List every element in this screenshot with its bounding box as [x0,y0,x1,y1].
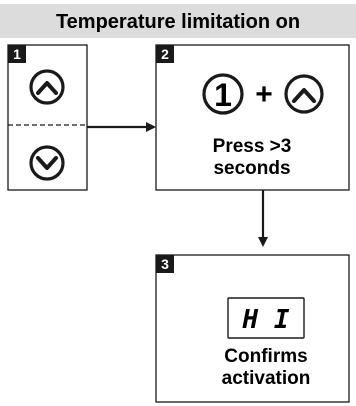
title-banner [0,4,356,38]
step-2-number: 2 [161,46,169,62]
lcd-display-text: H I [242,305,290,335]
plus-sign: + [255,78,273,111]
step-3-panel: 3 H I Confirms activation [155,254,350,403]
step-1-panel: 1 [7,44,88,191]
step-2-frame [155,44,350,191]
key-1-button-icon: 1 [202,73,244,115]
lcd-display [227,297,305,339]
step-3-caption-line1: Confirms [224,346,307,367]
step-3-number: 3 [161,256,169,272]
up-arrow-button-icon [29,69,65,105]
step-2-caption-line1: Press >3 [213,136,292,157]
down-arrow-button-icon [29,145,65,181]
step-3-caption-line2: activation [222,368,311,389]
step-3-badge [156,255,174,273]
step-1-number: 1 [13,46,21,62]
up-arrow-button-icon [284,74,324,114]
step-2-caption-line2: seconds [213,158,290,179]
step-2-badge [156,45,174,63]
key-1-label: 1 [214,77,232,113]
step-2-panel: 2 1 + Press >3 seconds [155,44,350,191]
step-1-badge [8,45,26,63]
diagram-title: Temperature limitation on [56,11,300,33]
